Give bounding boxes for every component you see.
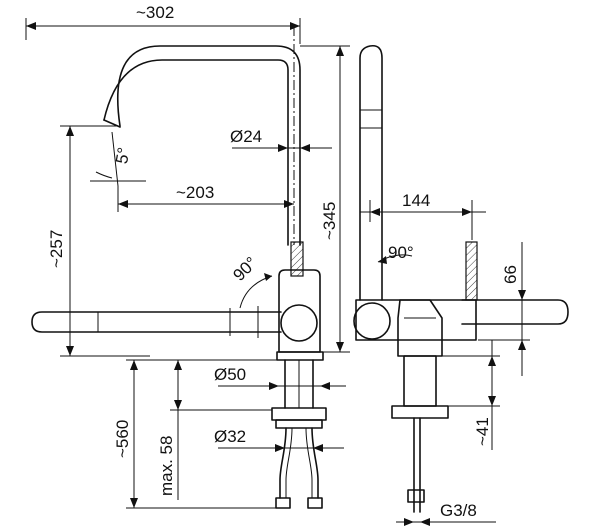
dim-lever-height [478,242,530,376]
front-hose-fitting-left [275,497,291,509]
label-spout-reach: ~203 [176,183,214,202]
dim-shank-depth [440,340,500,450]
front-hose-right-inner [305,427,313,498]
front-rotation-arrow [264,273,272,281]
side-view [353,44,569,513]
front-hose-fitting-right [307,497,323,509]
dim-overall-height [300,45,350,353]
side-pipe [359,44,383,301]
front-collar [290,241,304,277]
side-lever [461,299,569,325]
label-overall-height: ~345 [320,202,339,240]
label-rotation-front: 90° [229,253,261,285]
label-base-diameter: Ø50 [214,365,246,384]
front-body [278,269,321,353]
label-deck-thickness: max. 58 [157,436,176,496]
side-rotation-arrow [378,256,387,264]
dim-shank-diameter [218,444,344,452]
dim-overall-width [25,18,301,44]
dim-base-diameter [218,382,346,390]
label-side-depth: 144 [402,191,430,210]
front-lever [31,311,282,333]
label-lever-height: 66 [501,265,520,284]
dim-spout-height [60,125,150,357]
dim-hose-length [126,359,276,509]
side-body [355,299,477,341]
front-handle-knob [280,304,318,342]
label-spout-height: ~257 [47,230,66,268]
dim-spout-reach [117,186,294,212]
label-rotation-side: 90° [388,243,414,262]
label-shank-depth: ~41 [473,417,492,446]
dim-side-depth [360,200,486,240]
side-lever-stem [465,241,478,301]
label-hose-length: ~560 [113,420,132,458]
front-nut [271,407,327,421]
dim-pipe-diameter [232,144,332,152]
side-shank [403,355,437,407]
side-nut [391,405,449,419]
label-shank-diameter: Ø32 [214,427,246,446]
front-base [276,351,324,361]
label-pipe-diameter: Ø24 [230,127,262,146]
side-handle-hub [353,302,391,340]
label-overall-width: ~302 [136,3,174,22]
spout-angle-indicator [90,131,146,187]
front-view [31,26,327,509]
label-connection-thread: G3/8 [440,501,477,520]
dim-connection-thread [396,518,496,526]
dim-deck-thickness [170,359,278,500]
front-hose-left [279,427,287,499]
side-body-neck [397,299,443,357]
label-spout-angle: 5° [112,146,134,165]
front-washer [275,419,323,429]
front-hose-right [311,427,319,499]
front-spout-outer [103,59,289,246]
side-thread-fitting [407,489,425,503]
front-spout-inner [116,45,301,246]
front-hose-left-inner [285,427,293,498]
